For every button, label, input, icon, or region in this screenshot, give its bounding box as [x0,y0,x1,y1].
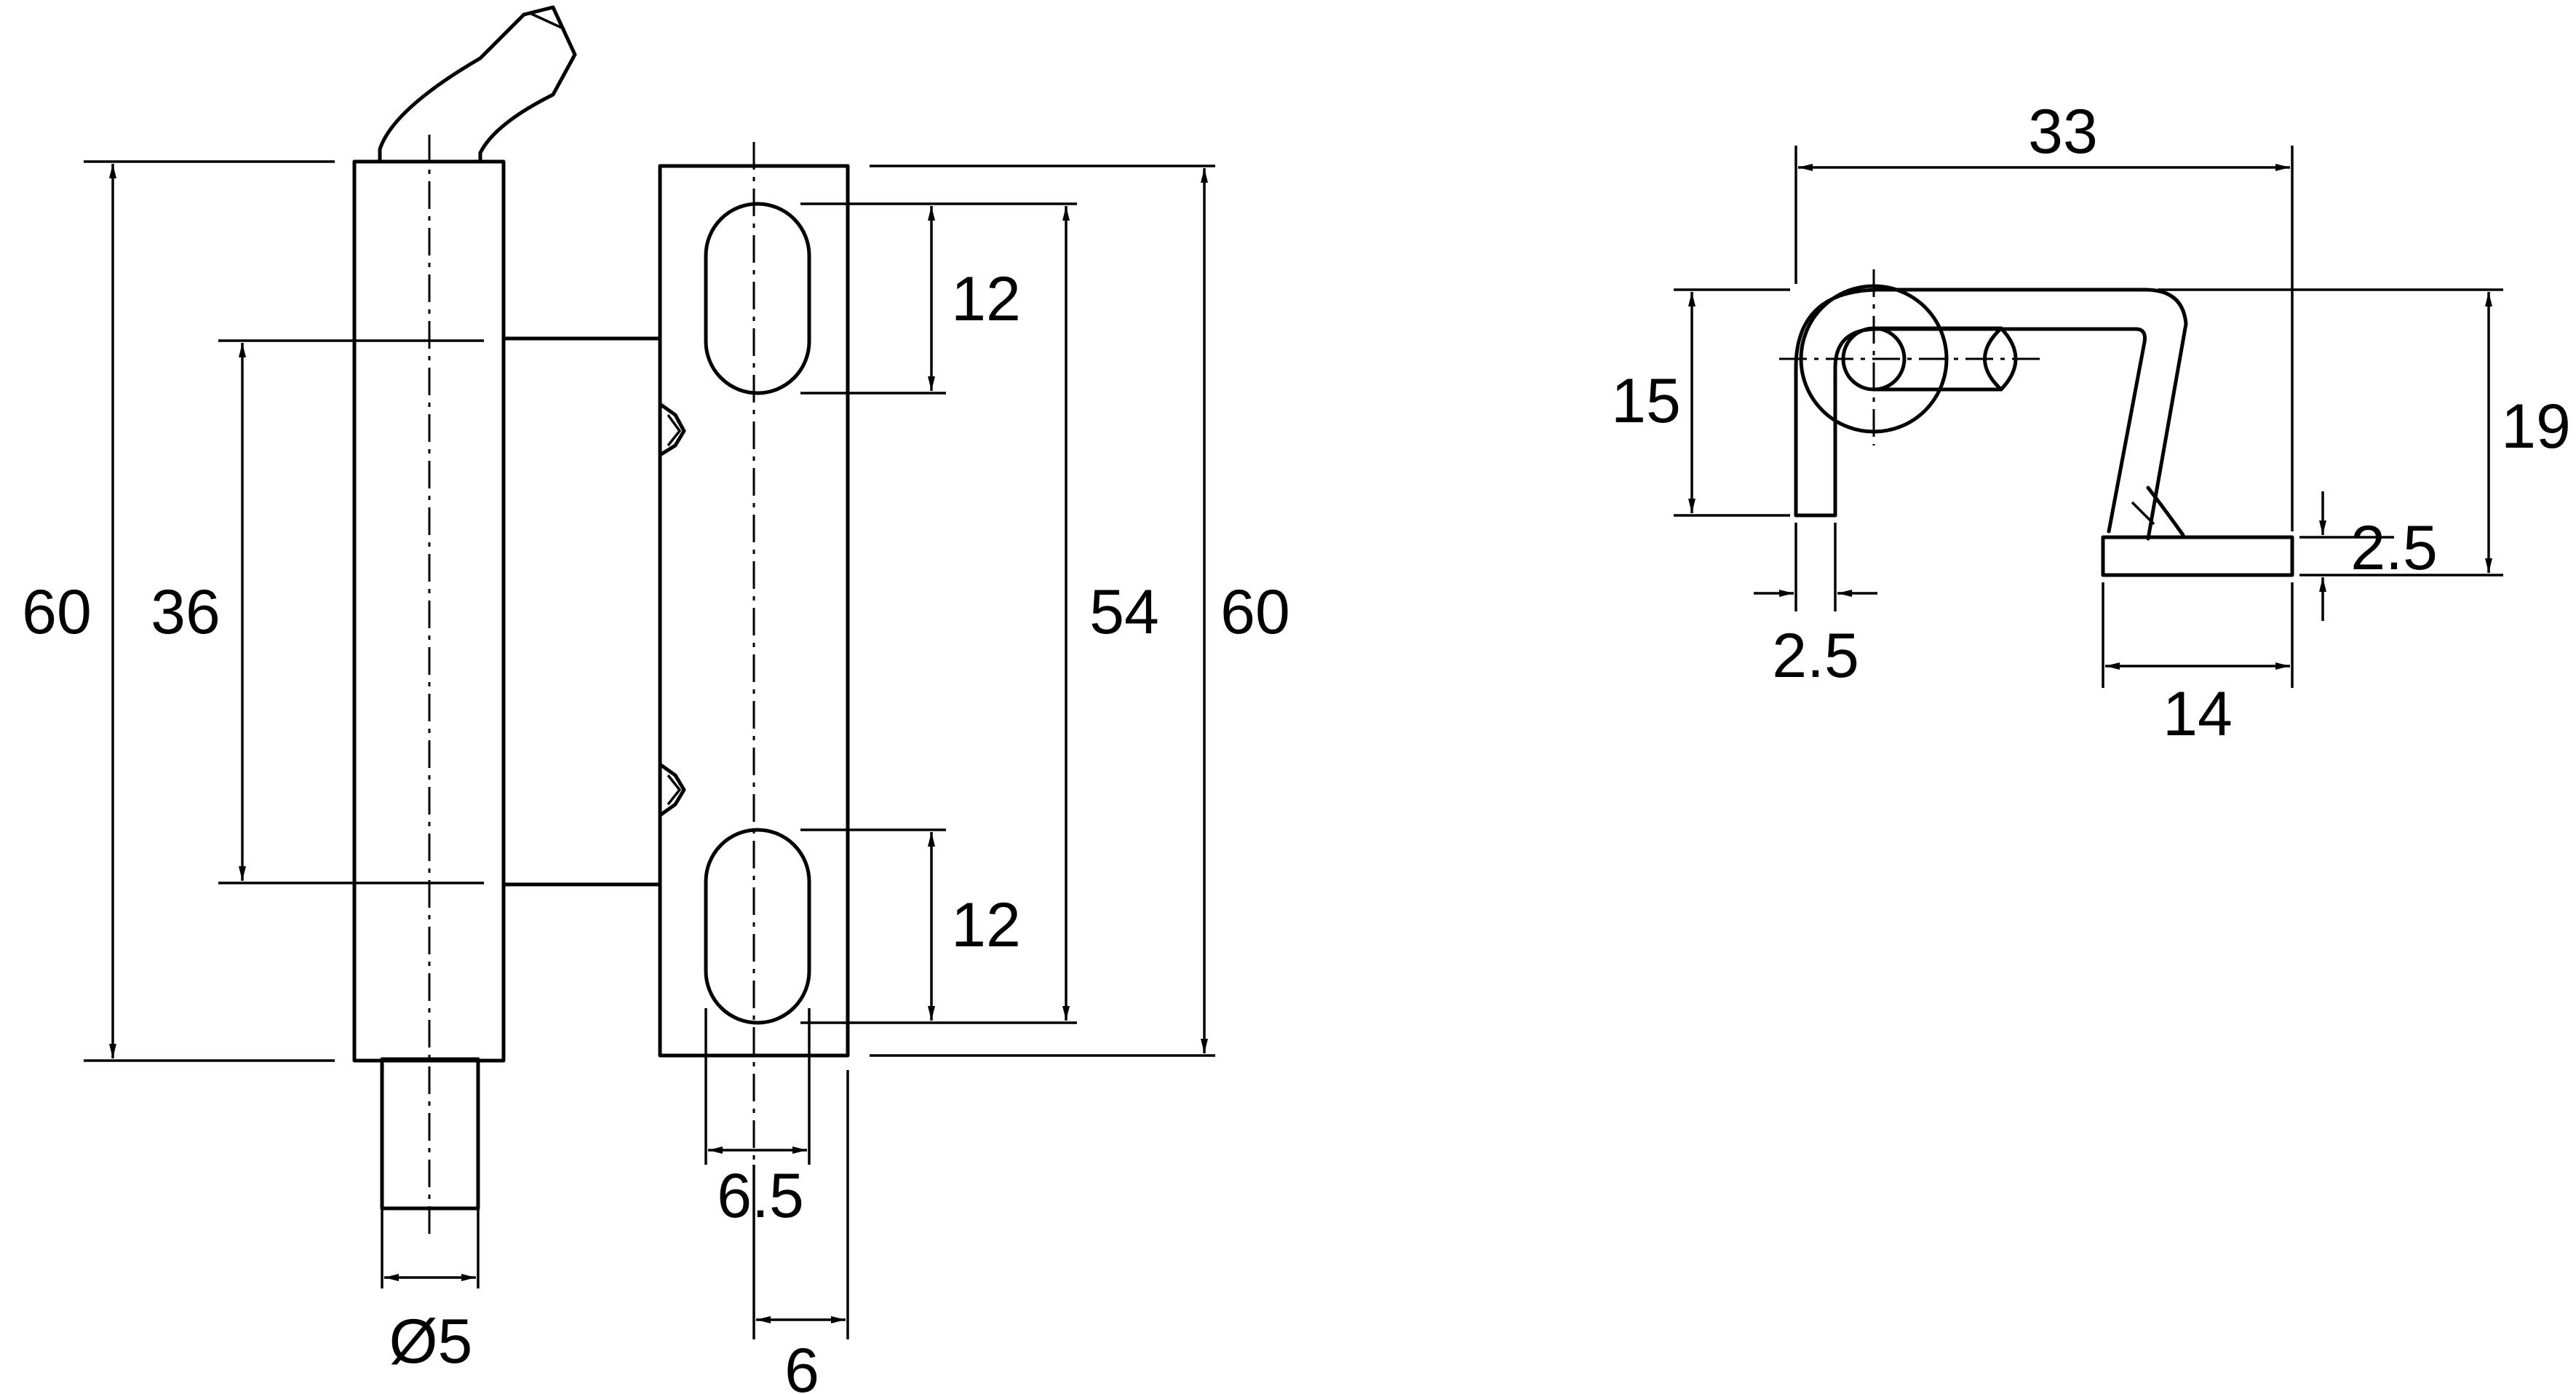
dim-slot-width: 6.5 [717,1161,804,1231]
side-view: 33 15 19 2.5 2.5 14 [1611,97,2571,749]
dim-pin-length: 60 [22,577,92,647]
dim-slot-height-bottom: 12 [951,890,1021,960]
dim-foot-length: 14 [2163,679,2233,749]
dim-plate-edge-offset: 6 [784,1336,819,1394]
dim-knuckle-height: 15 [1611,366,1681,436]
locating-tab-bottom [658,762,686,817]
dim-overall-height: 19 [2501,392,2571,462]
hinge-leaf-profile [1794,288,2188,541]
slot-top [704,202,811,395]
dim-plate-length: 60 [1220,577,1290,647]
locating-tab-top [658,402,686,457]
extension-lines [84,160,1215,1339]
dim-pin-hole-spacing: 36 [151,577,220,647]
dimension-lines [109,164,1208,1323]
dim-plate-thickness: 2.5 [2350,513,2438,583]
side-extension-lines [1674,146,2503,688]
front-view: 60 36 12 12 54 60 Ø5 6.5 6 [22,5,1290,1394]
foot-plate [2101,535,2294,577]
side-dimension-lines [1688,164,2492,670]
hinge-pin [378,5,577,1241]
dim-leaf-thickness: 2.5 [1772,621,1859,691]
dim-overall-width: 33 [2028,97,2098,167]
dim-slot-height-top: 12 [951,264,1021,334]
dim-pin-diameter: Ø5 [389,1307,473,1377]
dim-slot-spacing: 54 [1089,577,1159,647]
pin-knuckle [352,159,506,1063]
pin-cross-section [1779,269,2045,445]
connecting-web [501,336,661,887]
slot-bottom [704,828,811,1025]
